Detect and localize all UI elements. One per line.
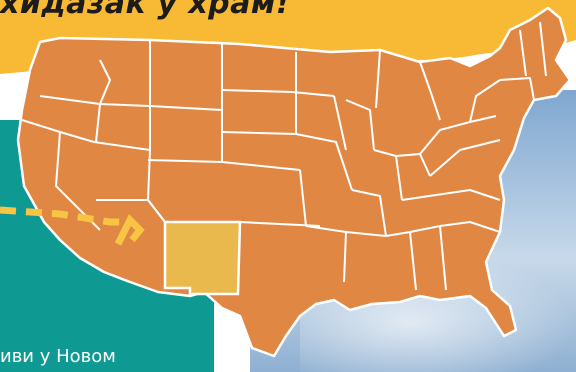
state-borders <box>21 21 547 291</box>
headline: хидазак у храм! <box>0 0 291 21</box>
caption-text: иви у Новом <box>0 346 116 367</box>
state-new-mexico <box>163 220 242 296</box>
route-dashed-line <box>0 206 130 226</box>
route-arrow-icon <box>114 214 145 246</box>
